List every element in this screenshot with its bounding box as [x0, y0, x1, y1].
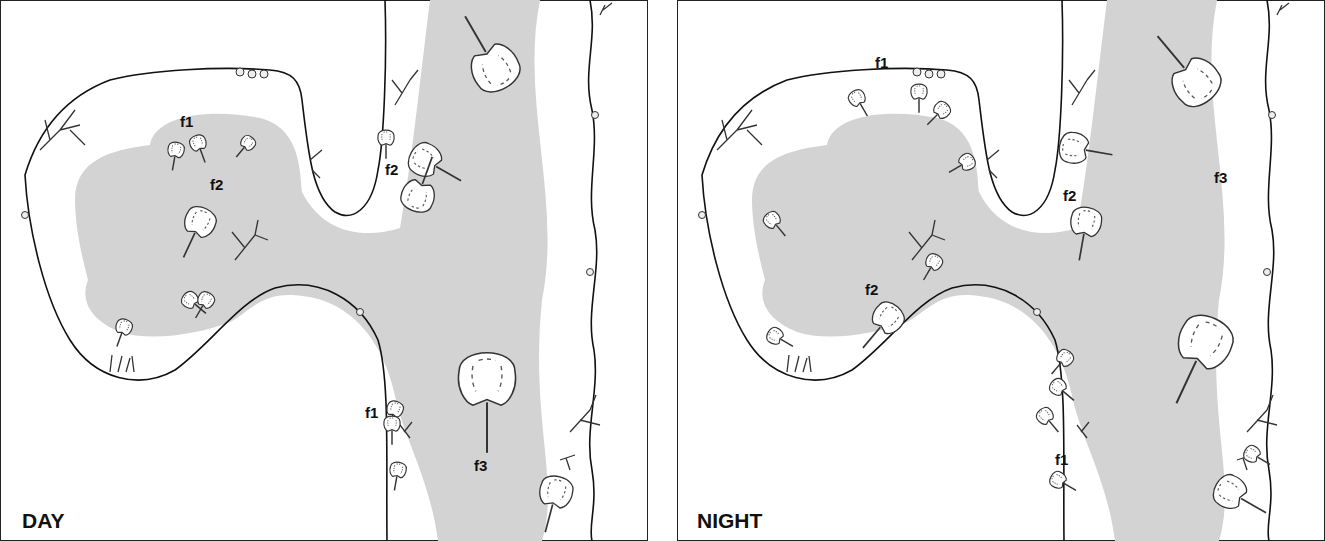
horseshoe-crab: [109, 317, 134, 349]
horseshoe-crab: [846, 87, 874, 120]
horseshoe-crab: [397, 151, 447, 216]
horseshoe-crab: [851, 297, 909, 358]
horseshoe-crab: [529, 473, 575, 537]
horseshoe-crab: [1152, 308, 1239, 415]
horseshoe-crab: [164, 141, 185, 172]
horseshoe-crab: [1241, 443, 1274, 471]
panel-title: NIGHT: [697, 510, 762, 531]
horseshoe-crab: [1047, 469, 1080, 497]
group-label: f2: [865, 282, 878, 297]
horseshoe-crab: [1047, 376, 1079, 407]
horseshoe-crab: [911, 84, 927, 113]
horseshoe-crab: [917, 251, 945, 284]
horseshoe-crab: [1140, 21, 1229, 114]
group-label: f1: [180, 114, 193, 129]
horseshoe-crab: [764, 325, 797, 353]
horseshoe-crab: [386, 461, 407, 492]
horseshoe-crab: [1045, 347, 1076, 379]
horseshoe-crab: [231, 133, 258, 161]
horseshoe-crab: [1034, 405, 1065, 437]
group-label: f1: [875, 55, 888, 70]
group-label: f2: [385, 162, 398, 177]
group-label: f1: [365, 405, 378, 420]
horseshoe-crab: [1208, 470, 1274, 527]
horseshoe-crab: [1057, 130, 1115, 169]
horseshoe-crab: [384, 416, 400, 445]
horseshoe-crab: [1064, 205, 1103, 263]
horseshoe-crab: [188, 133, 213, 165]
panel-title: DAY: [22, 510, 64, 531]
horseshoe-crab: [458, 353, 515, 453]
horseshoe-crab: [189, 289, 217, 322]
group-label: f2: [1063, 188, 1076, 203]
horseshoe-crab: [445, 4, 527, 99]
group-label: f3: [474, 458, 487, 473]
horseshoe-crab: [922, 99, 954, 131]
horseshoe-crab: [945, 151, 978, 179]
horseshoe-crab: [170, 202, 220, 264]
horseshoe-crab: [761, 209, 792, 241]
horseshoe-crab: [380, 399, 405, 431]
group-label: f2: [210, 177, 223, 192]
horseshoe-crab: [378, 130, 394, 159]
group-label: f1: [1055, 452, 1068, 467]
group-label: f3: [1214, 170, 1227, 185]
